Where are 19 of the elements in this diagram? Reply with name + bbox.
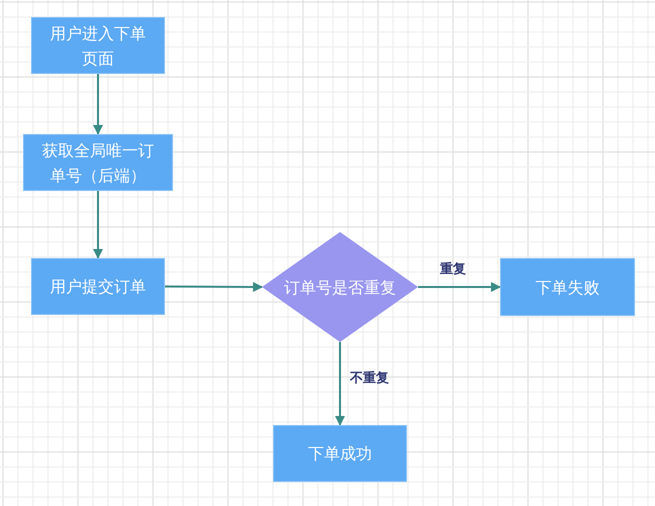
node-text: 下单失败 <box>536 276 600 298</box>
decision-diamond <box>262 232 418 342</box>
edge-label: 不重复 <box>350 371 389 387</box>
node-text: 订单号是否重复 <box>284 276 396 298</box>
node-text: 下单成功 <box>308 443 372 465</box>
arrow <box>93 191 103 259</box>
edge-label: 重复 <box>440 262 466 278</box>
arrow <box>165 282 263 292</box>
process-box <box>273 425 407 482</box>
arrow <box>335 342 345 426</box>
arrow <box>418 282 501 292</box>
process-box <box>23 134 173 191</box>
process-box <box>31 258 165 315</box>
node-text: 用户进入下单页面 <box>49 22 147 70</box>
process-box <box>31 17 165 74</box>
process-box <box>500 258 635 316</box>
arrow <box>93 74 103 135</box>
node-text: 获取全局唯一订单号（后端） <box>41 140 155 186</box>
node-text: 用户提交订单 <box>50 276 146 298</box>
